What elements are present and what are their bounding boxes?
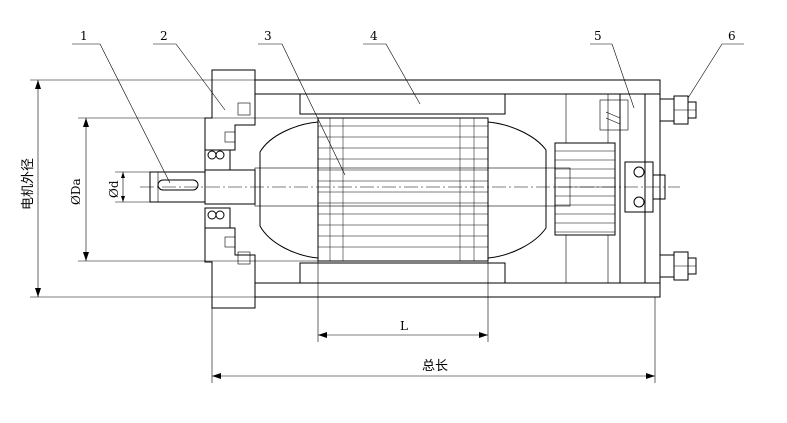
front-bearing-bottom	[207, 210, 225, 220]
motor-housing	[254, 79, 661, 298]
stator-magnets	[299, 93, 506, 284]
callout-3: 3	[264, 29, 272, 43]
rear-end-cover	[599, 93, 666, 284]
armature-slots	[318, 118, 488, 261]
dim-core-length	[317, 261, 489, 342]
rear-bearing	[633, 166, 645, 208]
dim-overall-length	[211, 297, 656, 383]
callout-1: 1	[80, 29, 88, 43]
callout-2: 2	[160, 29, 168, 43]
callout-5: 5	[594, 29, 602, 43]
terminal-bolt-top	[659, 95, 697, 125]
overall-length-label: 总长	[422, 359, 448, 374]
shaft-diameter-label: Ød	[107, 180, 121, 198]
front-bearing-top	[207, 150, 225, 160]
terminal-bolt-bottom	[659, 251, 697, 281]
callout-6: 6	[728, 29, 736, 43]
commutator	[554, 93, 616, 284]
core-length-label: L	[400, 319, 408, 333]
front-end-cover	[204, 69, 256, 309]
dim-shaft-diameter	[115, 171, 150, 203]
outer-diameter-label: 电机外径	[21, 158, 36, 210]
dim-armature-diameter	[78, 117, 318, 262]
callout-4: 4	[370, 29, 378, 43]
armature-core	[259, 117, 547, 262]
armature-diameter-label: ØDa	[69, 178, 83, 205]
callout-leaders	[72, 43, 744, 184]
dim-outer-diameter	[30, 79, 255, 298]
